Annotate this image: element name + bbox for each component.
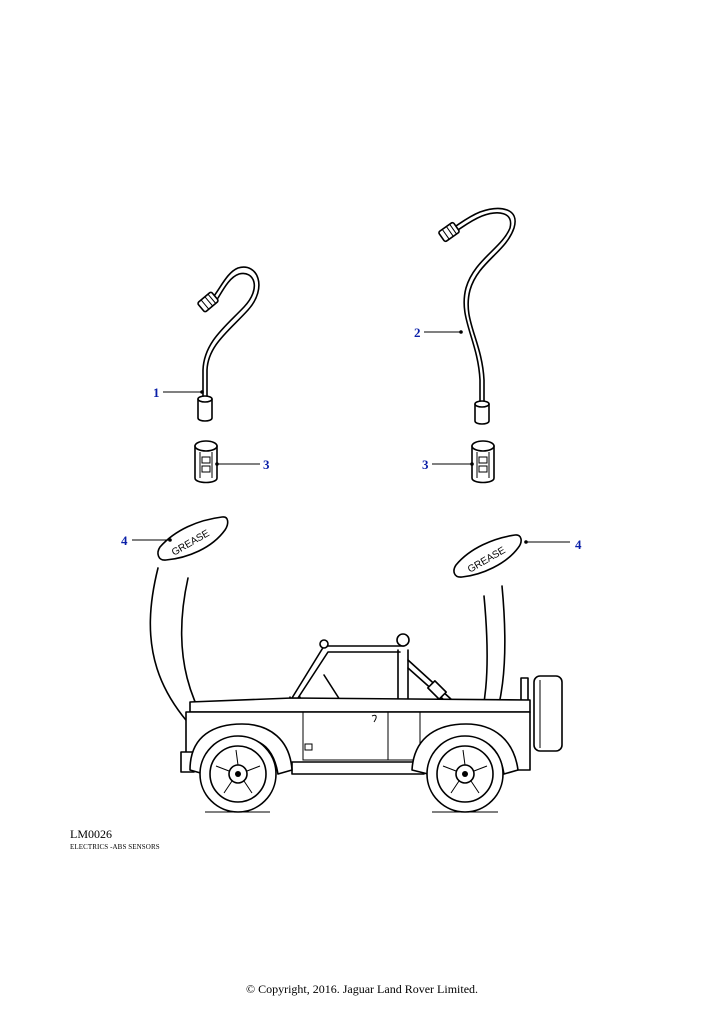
rear-wheel xyxy=(426,735,504,813)
vehicle-illustration xyxy=(180,633,563,813)
callout-4-right: 4 xyxy=(575,537,582,552)
copyright-notice: © Copyright, 2016. Jaguar Land Rover Lim… xyxy=(245,982,479,996)
diagram-reference-code: LM0026 xyxy=(70,827,112,841)
abs-sensor-right xyxy=(438,207,516,425)
callout-2: 2 xyxy=(414,325,421,340)
callout-3-left: 3 xyxy=(263,457,270,472)
leader-lines xyxy=(132,330,570,544)
callout-3-right: 3 xyxy=(422,457,429,472)
callout-4-left: 4 xyxy=(121,533,128,548)
abs-sensor-left xyxy=(197,266,260,422)
sensor-bush-left xyxy=(194,440,218,484)
sensor-bush-right xyxy=(471,440,495,484)
callout-1: 1 xyxy=(153,385,160,400)
front-wheel xyxy=(199,735,277,813)
grease-pad-left: GREASE xyxy=(157,516,229,561)
grease-pad-right: GREASE xyxy=(453,534,522,578)
diagram-section-title: ELECTRICS -ABS SENSORS xyxy=(70,843,160,851)
